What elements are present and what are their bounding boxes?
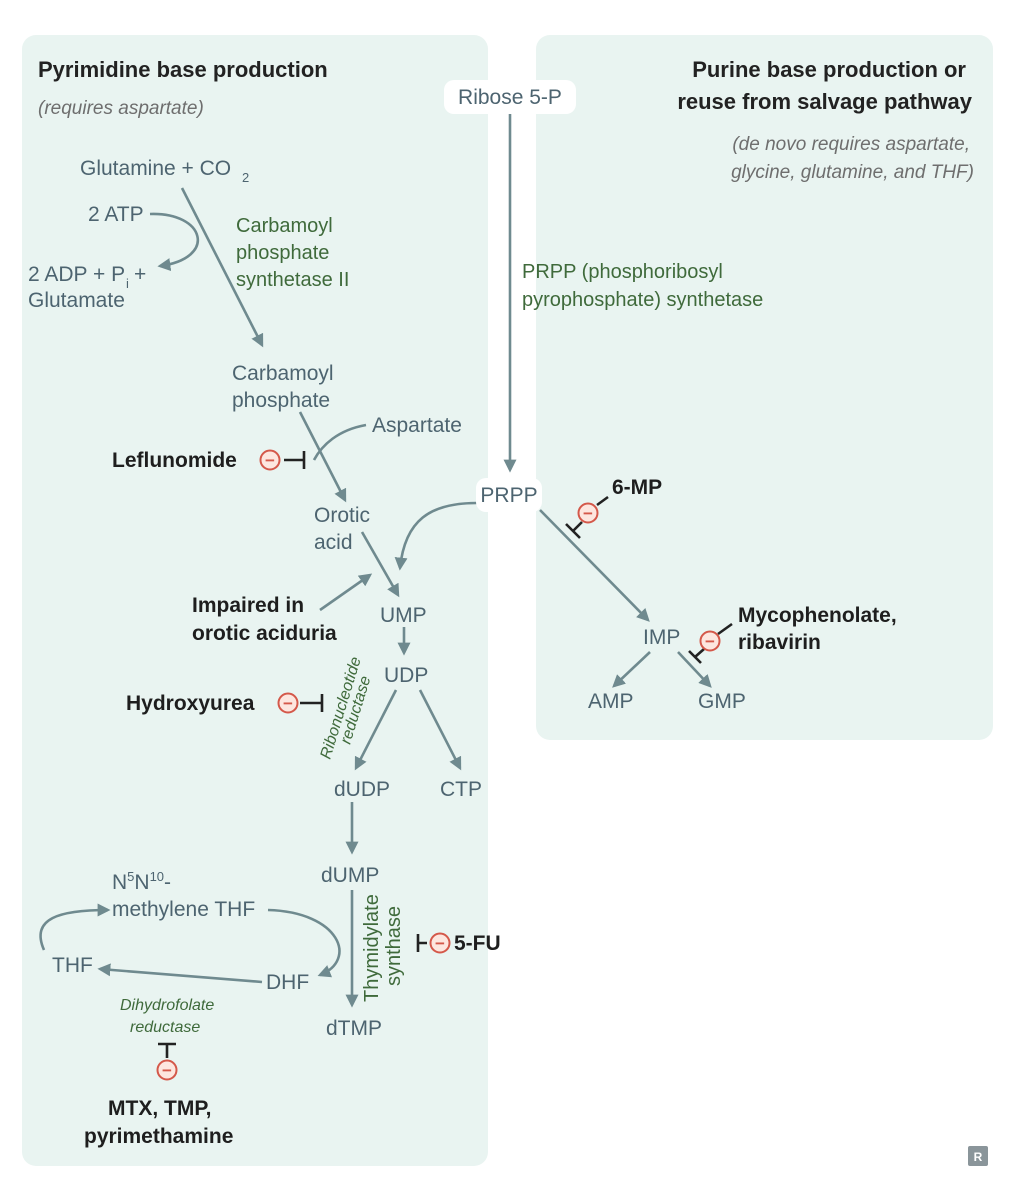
inhibition-line-mtx [158, 1042, 176, 1058]
purine-note-line1: (de novo requires aspartate, [732, 134, 970, 155]
inhibition-line-hydroxyurea [300, 694, 324, 712]
gmp: GMP [698, 690, 746, 713]
inhibitor-minus: − [435, 934, 445, 953]
arrow-carbamoyl-to-orotic [298, 411, 347, 503]
arrow-imp-to-amp [612, 651, 651, 688]
impaired-orotic-aciduria-line2: orotic aciduria [192, 622, 337, 645]
amp: AMP [588, 690, 634, 713]
inhibitor-symbol-6mp: − [577, 502, 599, 524]
arrow-imp-to-gmp [677, 651, 712, 688]
carbamoyl-phosphate-line2: phosphate [232, 389, 330, 412]
glutamine-co2: Glutamine + CO [80, 157, 231, 180]
enzyme-cps2-line1: Carbamoyl [236, 215, 333, 237]
arrow-dhf-to-thf [97, 963, 263, 984]
enzyme-prpp-synthetase-line1: PRPP (phosphoribosyl [522, 261, 723, 283]
n5n10-sup5: 5 [127, 869, 134, 884]
inhibition-line-mycophenolate [688, 648, 705, 664]
enzyme-thymidylate-synthase-line2: synthase [383, 906, 405, 986]
n5n10-dash: - [164, 871, 171, 894]
arrow-prpp-to-ump [394, 501, 478, 571]
prpp-label-bg [476, 478, 542, 512]
n5n10-n2: N [134, 871, 149, 894]
enzyme-thymidylate-synthase-line1: Thymidylate [361, 894, 383, 1002]
n5n10-label: N5N10- [112, 869, 171, 894]
purine-note-line2: glycine, glutamine, and THF) [731, 162, 974, 183]
aspartate: Aspartate [372, 414, 462, 437]
imp: IMP [643, 626, 680, 649]
inhibitor-symbol-mycophenolate: − [699, 630, 721, 652]
publisher-logo: R [968, 1146, 988, 1166]
impaired-orotic-aciduria-line1: Impaired in [192, 594, 304, 617]
drug-5fu: 5-FU [454, 932, 501, 955]
co2-subscript: 2 [242, 170, 249, 185]
inhibitor-minus: − [705, 632, 715, 651]
carbamoyl-phosphate-line1: Carbamoyl [232, 362, 334, 385]
inhibition-line-leflunomide [284, 451, 306, 469]
drug-mtx-line1: MTX, TMP, [108, 1097, 211, 1120]
orotic-acid-line1: Orotic [314, 504, 370, 527]
arrow-prpp-to-imp [539, 509, 650, 622]
pyrimidine-title: Pyrimidine base production [38, 57, 328, 82]
methylene-thf: methylene THF [112, 898, 255, 921]
arrow-orotic-to-ump [360, 531, 400, 598]
inhibition-line-6mp-drug [596, 495, 609, 507]
arrow-udp-to-ctp [418, 689, 462, 771]
prpp: PRPP [480, 484, 537, 507]
inhibition-line-mycophenolate-drug [717, 622, 733, 636]
n5n10-sup10: 10 [150, 869, 164, 884]
dhf: DHF [266, 971, 309, 994]
arrow-thf-to-methylene-thf [39, 903, 111, 951]
drug-hydroxyurea: Hydroxyurea [126, 692, 255, 715]
inhibitor-symbol-5fu: − [429, 932, 451, 954]
logo-letter: R [974, 1150, 983, 1164]
pyrimidine-panel [22, 35, 488, 1166]
glutamate: Glutamate [28, 289, 125, 312]
drug-6mp: 6-MP [612, 476, 662, 499]
ribose-label-bg [444, 80, 576, 114]
dudp: dUDP [334, 778, 390, 801]
inhibitor-minus: − [583, 504, 593, 523]
drug-mtx-line2: pyrimethamine [84, 1125, 233, 1148]
pi-subscript: i [126, 276, 129, 291]
inhibitor-symbol-hydroxyurea: − [277, 692, 299, 714]
arrow-methylene-thf-to-dhf [267, 908, 341, 978]
ribose-5p: Ribose 5-P [458, 86, 562, 109]
orotic-acid-line2: acid [314, 531, 353, 554]
pyrimidine-note: (requires aspartate) [38, 98, 204, 119]
inhibitor-minus: − [283, 694, 293, 713]
n5n10-n: N [112, 871, 127, 894]
purine-panel [536, 35, 993, 740]
thf: THF [52, 954, 93, 977]
enzyme-prpp-synthetase-line2: pyrophosphate) synthetase [522, 289, 763, 311]
inhibition-line-5fu [416, 934, 427, 952]
inhibitor-minus: − [162, 1061, 172, 1080]
drug-mycophenolate-line1: Mycophenolate, [738, 604, 897, 627]
arrow-glutamine-to-carbamoyl-phosphate [180, 187, 264, 348]
purine-title-line1: Purine base production or [692, 57, 966, 82]
inhibition-line-6mp [565, 521, 583, 539]
arrow-udp-to-dudp [354, 689, 398, 771]
enzyme-dhfr-line2: reductase [130, 1019, 200, 1036]
inhibitor-symbol-mtx: − [156, 1059, 178, 1081]
inhibitor-symbol-leflunomide: − [259, 449, 281, 471]
arrow-aspartate-join [312, 423, 367, 461]
inhibitor-minus: − [265, 451, 275, 470]
adp-plus: + [134, 263, 146, 286]
ump: UMP [380, 604, 427, 627]
purine-title-line2: reuse from salvage pathway [677, 89, 972, 114]
arrow-atp-to-adp [149, 212, 200, 272]
two-adp-pi: 2 ADP + P [28, 263, 125, 286]
udp: UDP [384, 664, 428, 687]
drug-mycophenolate-line2: ribavirin [738, 631, 821, 654]
two-atp: 2 ATP [88, 203, 144, 226]
enzyme-dhfr-line1: Dihydrofolate [120, 997, 214, 1014]
enzyme-cps2-line3: synthetase II [236, 269, 349, 291]
ctp: CTP [440, 778, 482, 801]
enzyme-cps2-line2: phosphate [236, 242, 329, 264]
arrow-orotic-aciduria [319, 573, 373, 612]
dump: dUMP [321, 864, 379, 887]
dtmp: dTMP [326, 1017, 382, 1040]
drug-leflunomide: Leflunomide [112, 449, 237, 472]
